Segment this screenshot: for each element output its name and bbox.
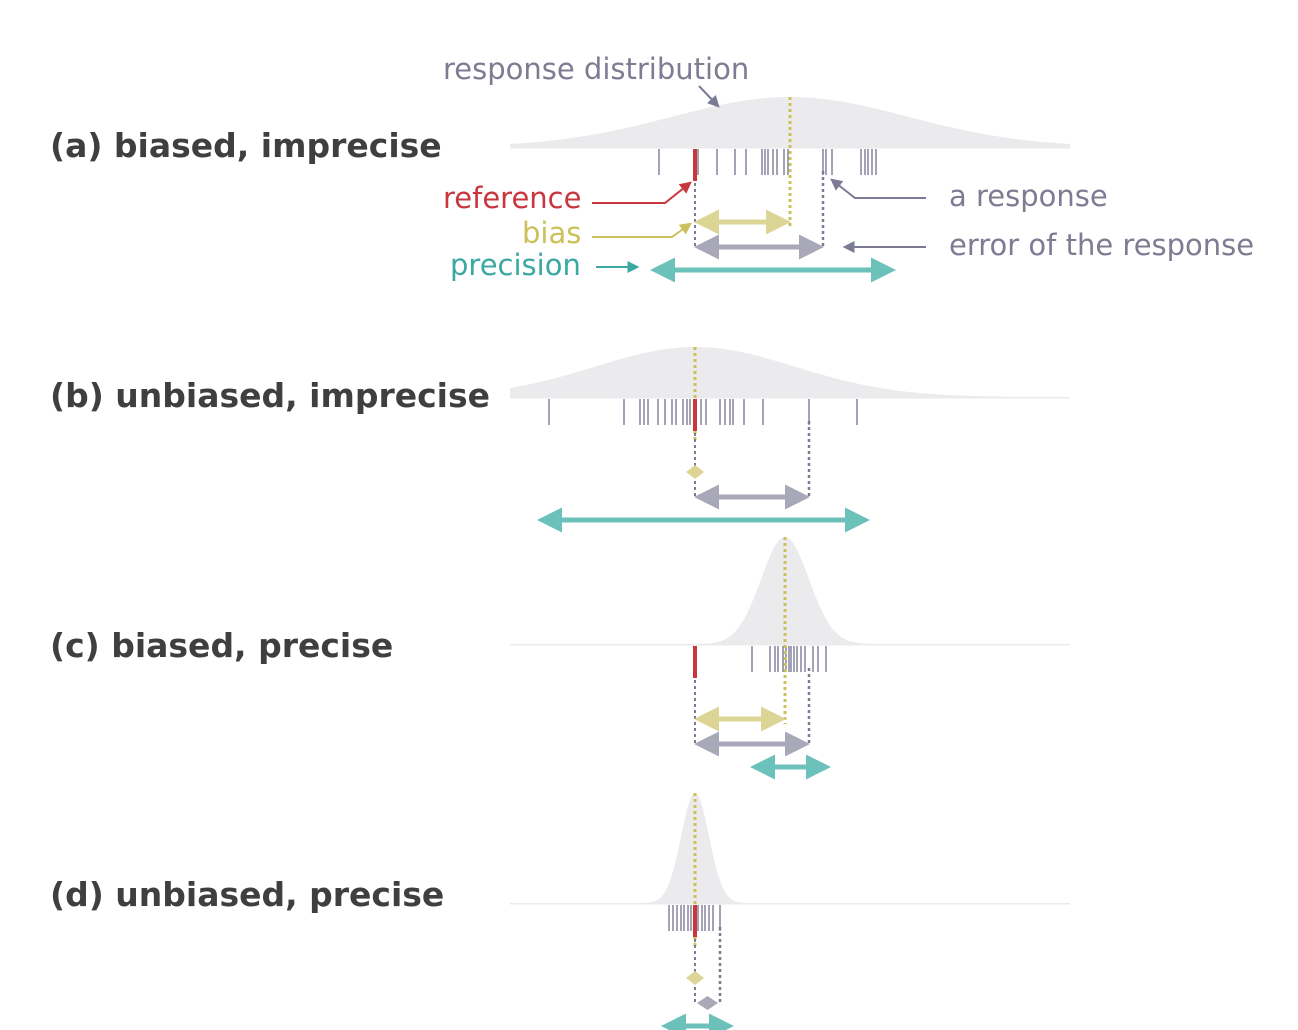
panel-b bbox=[510, 347, 1070, 533]
pointer-response-distribution bbox=[698, 85, 720, 108]
annotations: response distribution reference bias pre… bbox=[443, 52, 1254, 282]
panel-title-d: (d) unbiased, precise bbox=[50, 875, 444, 914]
panel-title-c: (c) biased, precise bbox=[50, 626, 393, 665]
pointer-bias bbox=[592, 222, 692, 238]
label-response-distribution: response distribution bbox=[443, 52, 749, 86]
label-a-response: a response bbox=[949, 179, 1108, 213]
panel-title-a: (a) biased, imprecise bbox=[50, 126, 442, 165]
label-precision: precision bbox=[450, 248, 581, 282]
pointer-reference bbox=[592, 181, 692, 204]
panel-a bbox=[510, 97, 1070, 283]
panel-c bbox=[510, 537, 1070, 780]
response-distribution bbox=[510, 537, 1070, 646]
panel-title-b: (b) unbiased, imprecise bbox=[50, 376, 490, 415]
error-arrow bbox=[697, 996, 718, 1010]
pointer-a-response bbox=[830, 178, 926, 199]
bias-zero-marker bbox=[686, 971, 704, 985]
label-error-of-response: error of the response bbox=[949, 228, 1254, 262]
bias-zero-marker bbox=[686, 465, 704, 479]
response-distribution bbox=[510, 793, 1070, 905]
panel-d bbox=[510, 793, 1070, 1030]
label-reference: reference bbox=[443, 181, 581, 215]
label-bias: bias bbox=[522, 216, 581, 250]
response-distribution bbox=[510, 347, 1070, 399]
